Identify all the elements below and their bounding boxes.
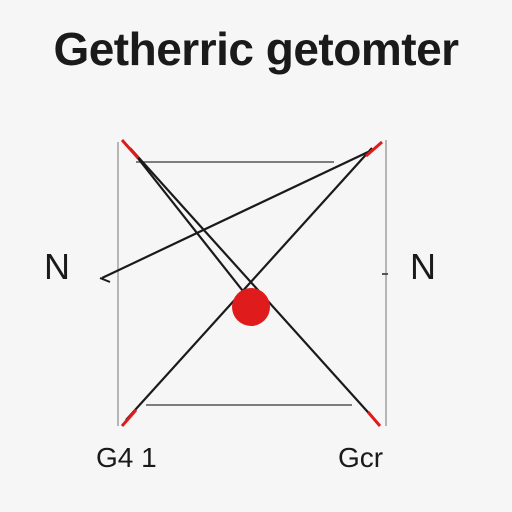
- diagonal-line-4: [101, 151, 369, 279]
- short-tick-left: [99, 277, 111, 283]
- red-tip-bottom-left: [120, 409, 138, 427]
- diagonal-line-2: [132, 151, 251, 301]
- label-bottom-left: G4 1: [96, 442, 157, 473]
- diagonal-line-1: [129, 147, 376, 421]
- red-tip-top-left: [120, 139, 140, 159]
- label-left-n: N: [44, 246, 70, 287]
- red-center-point: [232, 288, 270, 326]
- diagram-title: Getherric getomter: [53, 23, 459, 75]
- red-tip-top-right: [365, 140, 383, 158]
- label-bottom-right: Gcr: [338, 442, 384, 473]
- diagonal-line-3: [125, 147, 373, 421]
- label-right-n: N: [410, 246, 436, 287]
- red-tip-bottom-right: [366, 411, 382, 427]
